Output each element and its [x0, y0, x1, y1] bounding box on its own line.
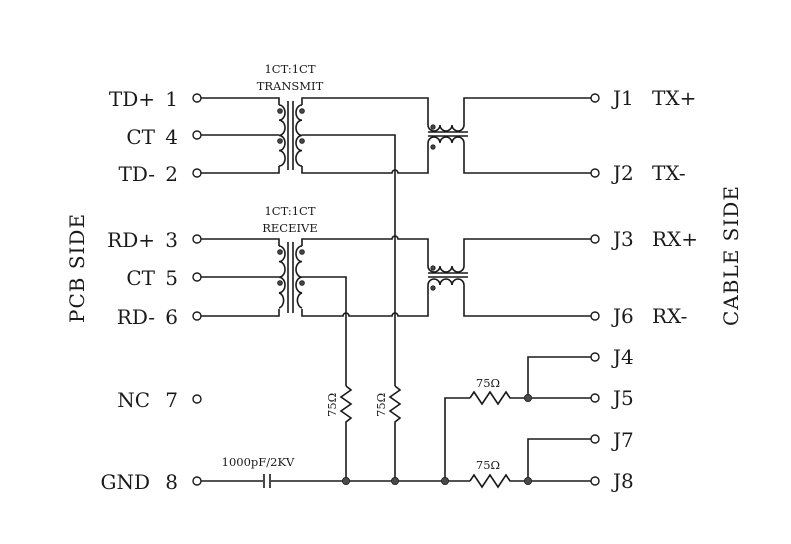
pin-name-ct-4: CT	[126, 125, 155, 149]
cable-pin-labels: J1 TX+ J2 TX- J3 RX+ J6 RX- J4 J5 J7 J8	[611, 86, 698, 493]
tx-choke-bottom-coil	[427, 136, 595, 174]
pin-terminal-1[interactable]	[192, 93, 202, 103]
tx-polarity-dot-2	[277, 138, 283, 144]
rx-transformer-ratio: 1CT:1CT	[264, 204, 315, 218]
pin-name-td-plus: TD+	[109, 87, 155, 111]
pin-terminal-3[interactable]	[192, 234, 202, 244]
rx-choke-dot-2	[430, 285, 436, 291]
pin-num-5: 5	[165, 266, 178, 290]
rx-polarity-dot-1	[277, 249, 283, 255]
cable-pin-j7: J7	[611, 428, 634, 452]
cable-terminal-j1[interactable]	[590, 93, 600, 103]
cable-terminal-j5[interactable]	[590, 393, 600, 403]
pin-num-1: 1	[165, 87, 178, 111]
cable-terminal-j4[interactable]	[590, 352, 600, 362]
rx-choke-dot-1	[430, 265, 436, 271]
tx-secondary-coil	[295, 104, 303, 167]
tx-polarity-dot-1	[277, 108, 283, 114]
rx-secondary-wiring	[301, 235, 429, 386]
resistor-label-r4: 75Ω	[476, 458, 500, 472]
rx-polarity-dot-4	[299, 280, 305, 286]
cable-pin-j2: J2	[611, 161, 634, 185]
capacitor-label: 1000pF/2KV	[222, 455, 295, 469]
cable-signal-tx-plus: TX+	[652, 86, 696, 110]
cable-pin-j1: J1	[611, 86, 634, 110]
pin-num-8: 8	[165, 470, 178, 494]
rx-polarity-dot-3	[299, 249, 305, 255]
j7-wire	[527, 438, 595, 481]
junction-node	[390, 476, 399, 485]
cable-terminal-j8[interactable]	[590, 476, 600, 486]
rx-choke-bottom-coil	[427, 278, 595, 317]
junction-node	[524, 393, 533, 402]
pin-num-7: 7	[165, 388, 178, 412]
resistor-r4	[469, 473, 595, 489]
rx-secondary-coil	[295, 245, 303, 309]
tx-choke-dot-1	[430, 124, 436, 130]
rx-primary-wiring	[201, 238, 280, 317]
resistor-r3	[469, 390, 595, 406]
pin-terminal-2[interactable]	[192, 168, 202, 178]
cable-pin-j3: J3	[611, 227, 634, 251]
rx-choke-top-coil	[427, 238, 595, 273]
pin-name-gnd: GND	[100, 470, 150, 494]
resistor-label-r3: 75Ω	[476, 376, 500, 390]
junction-node	[440, 476, 449, 485]
tx-transformer-ratio: 1CT:1CT	[264, 62, 315, 76]
pcb-pin-labels: TD+ 1 CT 4 TD- 2 RD+ 3 CT 5 RD- 6 NC 7 G…	[100, 87, 178, 494]
cable-signal-rx-minus: RX-	[652, 304, 687, 328]
cable-pin-j6: J6	[611, 304, 634, 328]
j45-branch-wire	[444, 397, 470, 481]
pin-terminal-8[interactable]	[192, 476, 202, 486]
junction-node	[524, 476, 533, 485]
pin-num-2: 2	[165, 162, 178, 186]
cable-terminal-j7[interactable]	[590, 434, 600, 444]
tx-polarity-dot-3	[299, 108, 305, 114]
resistor-r1	[339, 385, 353, 481]
cable-pin-j5: J5	[611, 386, 634, 410]
pin-name-td-minus: TD-	[118, 162, 155, 186]
tx-polarity-dot-4	[299, 138, 305, 144]
pin-terminal-5[interactable]	[192, 272, 202, 282]
resistor-label-r1: 75Ω	[325, 393, 339, 417]
cable-pin-j4: J4	[611, 345, 634, 369]
resistor-r2	[388, 385, 402, 481]
rx-polarity-dot-2	[277, 280, 283, 286]
rx-transformer-label: RECEIVE	[262, 221, 318, 235]
rx-primary-coil	[278, 245, 286, 309]
cable-terminal-j3[interactable]	[590, 234, 600, 244]
tx-primary-coil	[278, 104, 286, 167]
pin-name-ct-5: CT	[126, 266, 155, 290]
pin-name-rd-plus: RD+	[107, 228, 155, 252]
cable-signal-rx-plus: RX+	[652, 227, 698, 251]
pin-terminal-6[interactable]	[192, 311, 202, 321]
cable-side-label: CABLE SIDE	[719, 185, 743, 326]
pin-num-6: 6	[165, 305, 178, 329]
tx-choke-top-coil	[427, 97, 595, 132]
cable-terminal-j2[interactable]	[590, 168, 600, 178]
pin-name-nc: NC	[117, 388, 150, 412]
pin-name-rd-minus: RD-	[117, 305, 155, 329]
cable-pin-j8: J8	[611, 469, 634, 493]
resistor-label-r2: 75Ω	[374, 393, 388, 417]
tx-transformer-label: TRANSMIT	[257, 79, 324, 93]
j4-wire	[527, 356, 595, 398]
pin-num-4: 4	[165, 125, 178, 149]
cable-terminal-j6[interactable]	[590, 311, 600, 321]
pin-terminal-7[interactable]	[192, 394, 202, 404]
tx-secondary-wiring	[301, 97, 429, 174]
tx-choke-dot-2	[430, 144, 436, 150]
junction-node	[341, 476, 350, 485]
cable-signal-tx-minus: TX-	[652, 161, 686, 185]
tx-primary-wiring	[201, 97, 280, 174]
pin-terminal-4[interactable]	[192, 130, 202, 140]
pcb-side-label: PCB SIDE	[65, 213, 89, 323]
pin-num-3: 3	[165, 228, 178, 252]
